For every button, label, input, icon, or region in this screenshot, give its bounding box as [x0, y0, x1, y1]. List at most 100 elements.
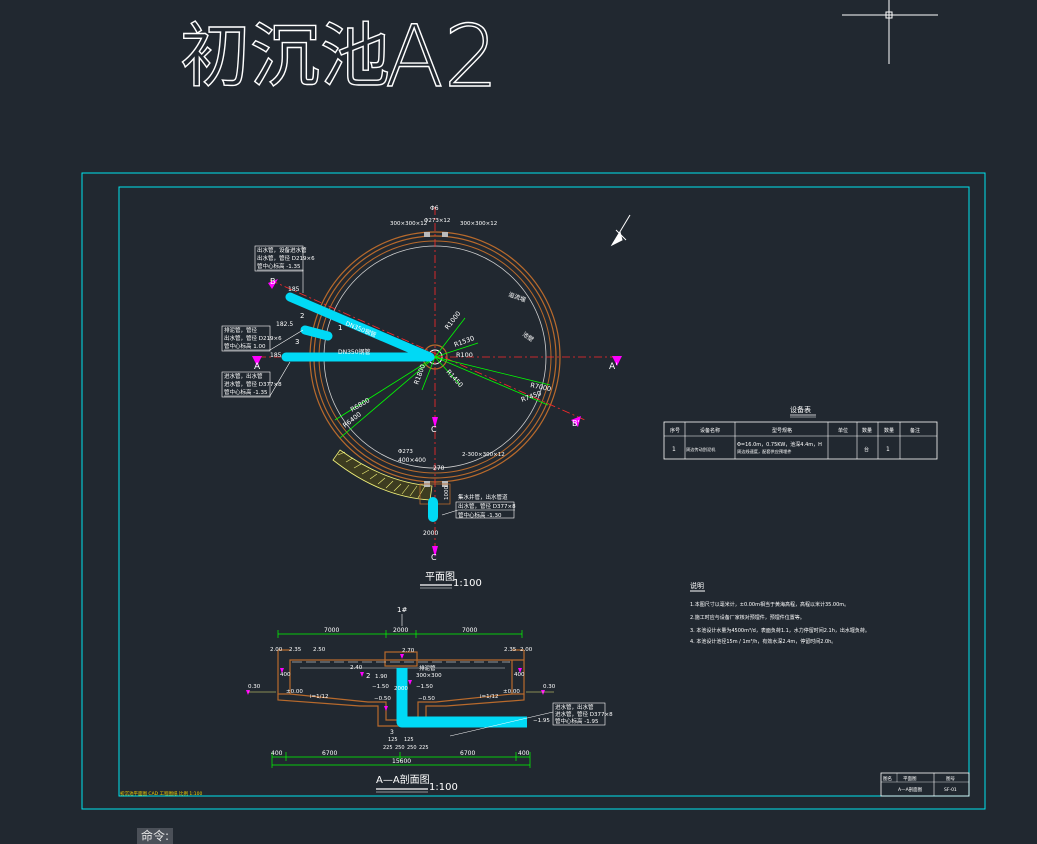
note-2-line1: 排泥管，管径	[224, 326, 258, 334]
label-north-box-left: 300×300×12	[390, 221, 427, 227]
label-r7450: R7450	[520, 389, 543, 404]
axis-b	[269, 279, 586, 421]
design-notes: 说明 1.本图尺寸以毫米计，±0.00m相当于黄海高程，高程以米计35.00m。…	[690, 581, 870, 645]
table-row-no: 1	[672, 446, 676, 453]
section-view[interactable]: 1# 7000 2000 7000 2.00	[246, 606, 613, 793]
pipe-sludge[interactable]	[300, 325, 333, 341]
inlet-num-3: 3	[295, 338, 299, 346]
section-mark-top: 1#	[397, 606, 407, 614]
inlet-num-2: 2	[300, 312, 304, 320]
section-title: A—A剖面图	[376, 773, 430, 786]
tb-label2: 图号	[946, 776, 955, 782]
equipment-table[interactable]: 设备表 序号 设备名称 型号规格 单位 数量 数量 备注 1 周边传动刮泥机 Φ…	[663, 405, 938, 460]
table-row-name: 周边传动刮泥机	[686, 446, 716, 453]
lvl-190: 1.90	[375, 674, 388, 680]
lvl-030r: 0.30	[543, 684, 556, 690]
lvl-240: 2.40	[350, 665, 363, 671]
radius-lines	[334, 317, 551, 439]
table-header-note: 备注	[910, 427, 920, 434]
slope-right: i=1/12	[480, 694, 499, 700]
table-header-no: 序号	[670, 427, 680, 434]
cdim-3: 225	[383, 745, 393, 751]
section-c-label: C	[431, 425, 437, 434]
south-note-1: 集水井管，出水管道	[458, 493, 508, 501]
slope-left: i=1/12	[310, 694, 329, 700]
tb-label1: 图名	[883, 775, 892, 782]
section-num-3: 3	[390, 729, 394, 736]
section-main-pipe[interactable]	[396, 668, 527, 728]
section-b-prime-label: B'	[572, 419, 580, 428]
equipment-table-title: 设备表	[790, 405, 811, 414]
table-header-qty: 数量	[862, 427, 872, 434]
cdim-5: 250	[407, 745, 417, 751]
lvl-m195: −1.95	[533, 718, 550, 724]
title-block[interactable]: 图名 平面图 A—A剖面图 图号 SF-01	[880, 772, 970, 797]
bdim-1: 400	[271, 750, 283, 757]
table-header-unit: 单位	[838, 427, 848, 434]
notes-heading: 说明	[690, 581, 704, 590]
plan-title: 平面图	[425, 571, 455, 583]
cdim-1: 125	[388, 737, 398, 743]
notes-line-3: 3. 本池设计水量为4500m³/d，表面负荷1.1，水力停留时间2.1h，出水…	[690, 627, 870, 634]
tb-value2: SF-01	[944, 787, 957, 793]
bdim-total: 15600	[392, 758, 411, 765]
notes-line-4: 4. 本池设计池径15m / 1m³/h，有效水深2.4m，停留时间2.0h。	[690, 638, 836, 645]
plan-view[interactable]: R1000 R1530 R100 R1450 R7000 R7450 R6800…	[221, 205, 631, 589]
section-outlet-3: 管中心标高 -1.95	[555, 717, 599, 725]
note-b-line2: 出水管，管径 D219×6	[257, 254, 315, 262]
bdim-4: 400	[518, 750, 530, 757]
section-scale: 1:100	[429, 782, 458, 793]
note-b-line3: 管中心标高 -1.35	[257, 262, 301, 270]
table-row-spec2: 周边线速度，配套供应预埋件	[737, 448, 791, 455]
bdim-3: 6700	[460, 750, 475, 757]
note-a-line3: 管中心标高 -1.35	[224, 388, 268, 396]
label-weir: 溢流堰	[507, 290, 527, 304]
dim-top-left: 7000	[324, 627, 339, 634]
label-r6800: R6800	[349, 396, 371, 413]
label-south-box: 400×400	[398, 457, 426, 464]
lvl-left-3: 2.50	[313, 647, 326, 653]
lvl-m150a: −1.50	[372, 684, 389, 690]
label-center-box: 300×300	[416, 673, 442, 679]
note-2-line2: 出水管，管径 D219×6	[224, 334, 282, 342]
note-a-line1: 进水管，出水管	[224, 372, 263, 380]
cdim-6: 225	[419, 745, 429, 751]
label-r1000: R1000	[443, 310, 462, 332]
section-c-prime-label: C	[431, 553, 437, 562]
lvl-030l: 0.30	[248, 684, 261, 690]
drawing-title-code: A2	[385, 7, 499, 107]
lvl-400l: 400	[280, 672, 291, 678]
label-south-dim: 270	[433, 465, 445, 472]
notes-line-1: 1.本图尺寸以毫米计，±0.00m相当于黄海高程，高程以米计35.00m。	[690, 601, 849, 608]
label-north-pipe: Φ273×12	[424, 218, 450, 224]
label-south-dim-v: 1000	[444, 486, 450, 500]
section-a-label: A	[254, 362, 261, 372]
section-outlet-2: 进水管，管径 D377×8	[555, 710, 613, 718]
lvl-000r: ±0.00	[503, 689, 520, 695]
table-row-spec1: Φ=16.0m，0.75KW，池深4.4m，H	[737, 441, 822, 448]
footer-text: 初沉池平面图 CAD 工程图纸 比例 1:100	[120, 790, 203, 797]
section-a-prime-label: A'	[609, 362, 618, 372]
table-header-spec: 型号规格	[772, 427, 792, 434]
command-line[interactable]: 命令:	[137, 828, 174, 844]
lvl-m050a: −0.50	[374, 696, 391, 702]
lvl-right-2: 2.35	[504, 647, 517, 653]
label-wall: 池壁	[521, 330, 535, 343]
label-south-width: 2000	[423, 530, 438, 537]
lvl-400r: 400	[514, 672, 525, 678]
inner-frame	[118, 186, 970, 797]
label-top-note: 排泥管	[419, 664, 436, 672]
outer-frame	[81, 172, 986, 810]
tb-value1b: A—A剖面图	[898, 786, 923, 793]
bdim-2: 6700	[322, 750, 337, 757]
pipe-inlet-upper[interactable]	[285, 292, 435, 362]
label-r1530: R1530	[453, 334, 476, 349]
table-row-qty: 1	[886, 446, 890, 453]
section-outlet-1: 进水管，出水管	[555, 703, 594, 711]
section-num-2: 2	[366, 672, 370, 680]
cdim-2: 125	[404, 737, 414, 743]
label-r1450: R1450	[445, 368, 465, 389]
note-2-line3: 管中心标高 1.00	[224, 342, 266, 350]
cad-crosshair-cursor	[842, 0, 938, 64]
